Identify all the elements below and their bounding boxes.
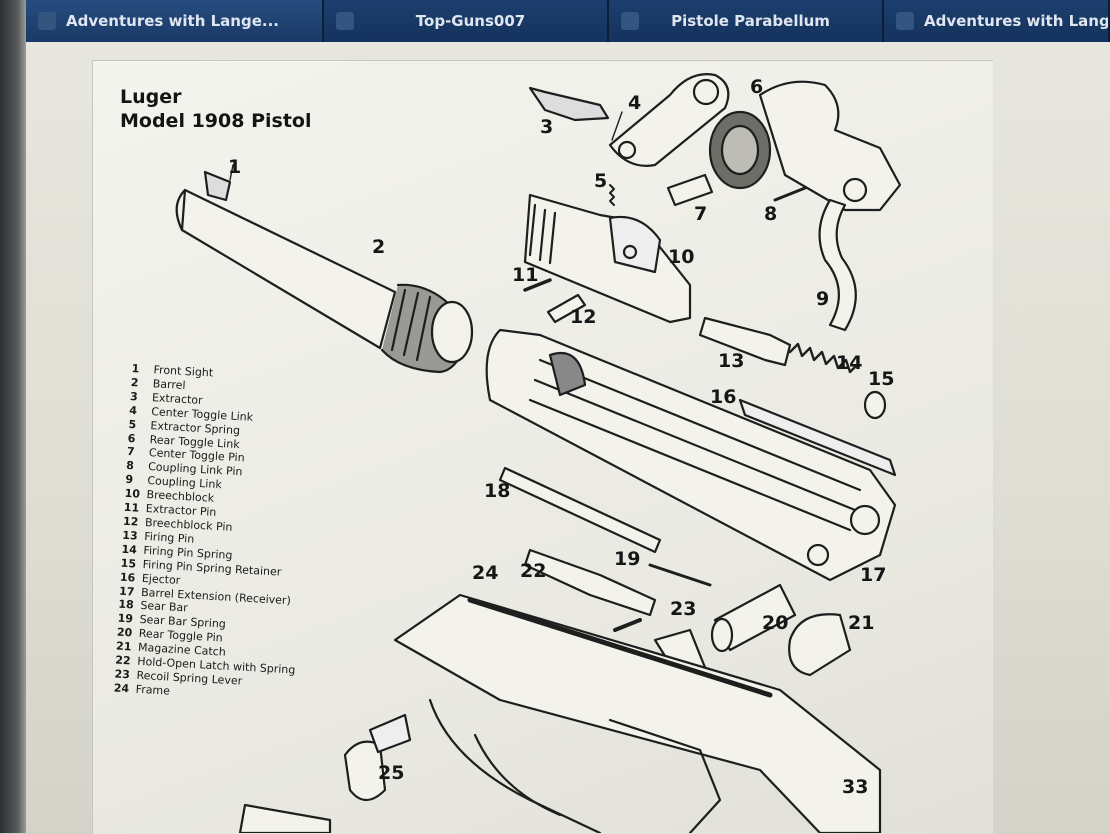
legend-number: 19 [117, 611, 134, 626]
legend-number: 20 [116, 625, 133, 640]
part-number: 8 [764, 203, 778, 225]
part-number: 11 [512, 264, 539, 286]
tab-label: Top-Guns007 [415, 12, 526, 30]
legend-number: 9 [125, 473, 134, 487]
page-icon [621, 12, 639, 30]
part-number: 22 [520, 560, 547, 582]
tab-label: Pistole Parabellum [671, 12, 830, 30]
part-number: 3 [540, 116, 554, 138]
legend-number: 17 [118, 584, 135, 598]
part-number: 10 [668, 246, 695, 268]
legend-number: 5 [128, 417, 137, 431]
legend-number: 10 [124, 486, 141, 501]
coupling-link-drawing [818, 198, 857, 332]
part-number: 21 [848, 612, 875, 634]
receiver-drawing [485, 328, 897, 582]
legend-number: 15 [120, 556, 137, 571]
legend-number: 3 [129, 389, 139, 404]
page-icon [38, 12, 56, 30]
part-number: 18 [484, 480, 511, 502]
legend-number: 12 [122, 514, 139, 529]
legend-label: Frame [135, 682, 171, 698]
tab-label: Adventures with Lange... [66, 12, 279, 30]
browser-tab-bar: Adventures with Lange... Top-Guns007 Pis… [26, 0, 1110, 42]
part-number: 14 [836, 352, 863, 374]
part-number: 19 [614, 548, 641, 570]
breechblock-drawing [523, 193, 692, 324]
part-number: 7 [694, 203, 708, 225]
legend-number: 18 [118, 598, 135, 612]
part-number: 17 [860, 564, 887, 586]
tab-label: Adventures with Lange... [924, 12, 1110, 30]
part-number: 2 [372, 236, 386, 258]
part-number: 33 [842, 776, 869, 798]
part-number: 15 [868, 368, 895, 390]
legend-number: 11 [123, 500, 140, 515]
center-toggle-link-drawing [608, 73, 730, 167]
part-number: 6 [750, 76, 764, 98]
part-number: 24 [472, 562, 499, 584]
legend-number: 16 [119, 570, 136, 585]
tab-top-guns[interactable]: Top-Guns007 [324, 0, 609, 42]
page-icon [336, 12, 354, 30]
legend-number: 22 [114, 653, 131, 668]
legend-number: 8 [125, 459, 135, 473]
legend-number: 2 [130, 375, 139, 390]
legend-number: 23 [114, 667, 131, 682]
part-number: 25 [378, 762, 405, 784]
part-number: 12 [570, 306, 597, 328]
part-number: 16 [710, 386, 737, 408]
legend-number: 24 [113, 681, 130, 696]
legend-number: 4 [128, 403, 138, 418]
legend-number: 6 [127, 431, 136, 445]
part-number: 4 [628, 92, 642, 114]
extractor-drawing [528, 86, 610, 122]
legend-number: 21 [115, 639, 132, 654]
diagram-subtitle: Model 1908 Pistol [120, 110, 312, 132]
page-icon [896, 12, 914, 30]
legend-number: 14 [121, 542, 138, 557]
legend-number: 1 [131, 362, 140, 376]
part-number: 1 [228, 156, 242, 178]
barrel-drawing [175, 170, 474, 374]
part-number: 23 [670, 598, 697, 620]
part-number: 5 [594, 170, 608, 192]
part-number: 20 [762, 612, 789, 634]
rear-toggle-link-drawing [708, 80, 902, 212]
frame-drawing [393, 593, 882, 833]
legend-number: 13 [121, 528, 138, 543]
tab-pistole-parabellum[interactable]: Pistole Parabellum [609, 0, 884, 42]
legend-number: 7 [126, 445, 135, 459]
diagram-title: Luger [120, 86, 182, 108]
part-number: 13 [718, 350, 745, 372]
tab-adventures-2[interactable]: Adventures with Lange... [884, 0, 1110, 42]
tab-adventures-1[interactable]: Adventures with Lange... [26, 0, 324, 42]
part-number: 9 [816, 288, 830, 310]
monitor-bezel [0, 0, 26, 833]
